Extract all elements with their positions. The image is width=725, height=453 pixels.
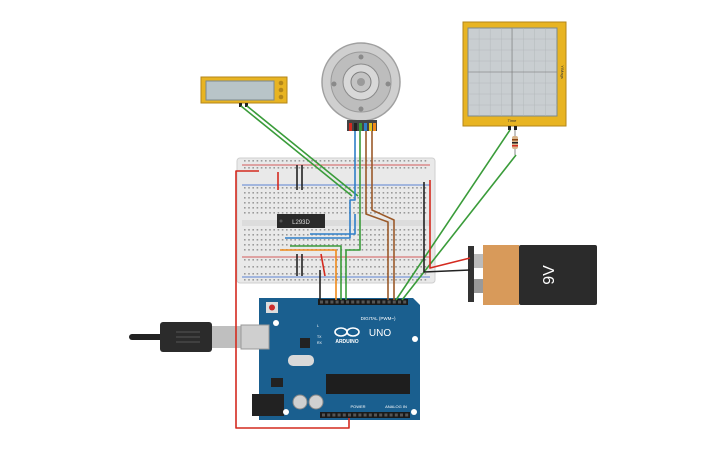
wire-red-loop bbox=[235, 170, 350, 429]
battery-9v[interactable]: 9V bbox=[468, 245, 597, 305]
usb-cable bbox=[129, 322, 242, 352]
arduino-logo bbox=[334, 327, 360, 337]
reset-button[interactable] bbox=[269, 304, 275, 311]
chip-label: L293D bbox=[292, 220, 310, 226]
wire-motor-green bbox=[345, 131, 361, 300]
oscilloscope-x-label: Time bbox=[508, 118, 518, 123]
l293d-chip[interactable]: L293D bbox=[277, 214, 325, 228]
analog-in-label: ANALOG IN bbox=[385, 404, 407, 409]
dc-motor-encoder[interactable] bbox=[321, 42, 401, 131]
wire-osc-1 bbox=[395, 129, 511, 301]
power-label: POWER bbox=[350, 404, 365, 409]
resistor[interactable] bbox=[512, 130, 518, 155]
wire-lcd-1 bbox=[240, 105, 353, 197]
wire-osc-2 bbox=[401, 154, 517, 301]
arduino-model-label: UNO bbox=[369, 328, 391, 339]
wire-green-2 bbox=[290, 245, 342, 300]
breadboard[interactable] bbox=[236, 157, 436, 284]
lcd-display[interactable] bbox=[200, 76, 288, 107]
jumper-red-2 bbox=[320, 253, 326, 277]
wire-battery-black bbox=[423, 182, 471, 273]
arduino-logo-text: ARDUINO bbox=[335, 339, 358, 345]
l-label: L bbox=[317, 324, 319, 328]
battery-label: 9V bbox=[541, 265, 558, 285]
oscilloscope[interactable]: Y/Mags Time bbox=[462, 21, 567, 130]
tx-label: TX bbox=[317, 335, 322, 339]
power-analog-header[interactable] bbox=[322, 413, 409, 417]
wire-lcd-2 bbox=[246, 105, 359, 197]
wires[interactable] bbox=[235, 105, 517, 429]
wire-orange bbox=[280, 249, 337, 300]
rx-label: RX bbox=[317, 341, 323, 345]
wire-motor-blue bbox=[285, 131, 356, 239]
oscilloscope-y-label: Y/Mags bbox=[560, 65, 565, 79]
digital-pwm-label: DIGITAL (PWM~) bbox=[361, 316, 396, 321]
digital-header[interactable] bbox=[320, 300, 407, 304]
wire-motor-brown-2 bbox=[371, 131, 395, 300]
arduino-uno[interactable]: ARDUINO UNO DIGITAL (PWM~) POWER ANALOG … bbox=[240, 298, 420, 420]
wire-battery-red bbox=[429, 180, 471, 269]
wire-motor-brown bbox=[365, 131, 389, 300]
wire-blue-2 bbox=[310, 214, 356, 235]
